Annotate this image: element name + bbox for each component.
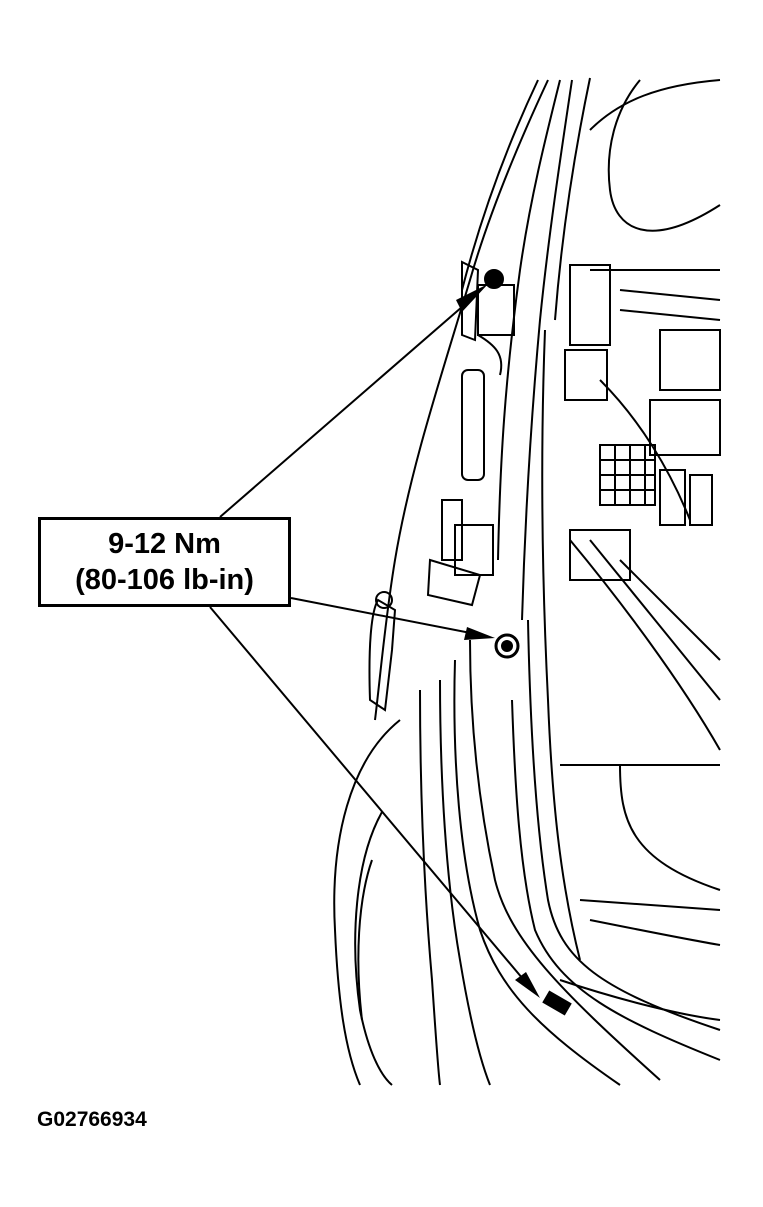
middle-hinge-plate — [441, 499, 463, 561]
connector-grid-h — [600, 459, 655, 491]
harness-line-1 — [599, 379, 691, 521]
pillar-outer-line — [374, 79, 549, 721]
middle-hinge-arm — [426, 558, 482, 607]
door-seam-7 — [419, 689, 441, 1086]
trim-panel — [619, 559, 721, 661]
middle-hinge-box — [454, 524, 494, 576]
harness-line-2 — [569, 539, 721, 751]
figure-id: G02766934 — [37, 1108, 147, 1131]
plug-1 — [659, 469, 686, 526]
bracket-mid — [569, 529, 631, 581]
door-seam-6 — [439, 679, 491, 1086]
lower-strap-pin — [375, 591, 393, 609]
harness-line-3 — [589, 539, 721, 701]
door-seam-5 — [453, 659, 621, 1086]
module-box-1 — [659, 329, 721, 391]
middle-bolt-center — [501, 640, 513, 652]
sill-line-2 — [589, 919, 721, 946]
leader-to-lower-bolt — [209, 606, 529, 986]
arrowhead-middle — [464, 627, 495, 640]
leader-to-middle-bolt — [290, 597, 487, 637]
sill-line-3 — [559, 979, 721, 1021]
lower-bolt — [542, 990, 572, 1016]
pillar-line-5 — [554, 77, 591, 321]
wheel-arch-inner — [354, 811, 393, 1086]
arrowhead-upper — [456, 284, 488, 312]
roof-line — [589, 79, 721, 131]
connector-grid-v — [614, 445, 646, 505]
lower-dash-edge-2 — [619, 764, 721, 891]
door-seam-2 — [527, 619, 721, 1031]
door-seam-1 — [541, 329, 581, 961]
upper-hinge-plate — [477, 284, 515, 336]
wheel-arch-outer — [333, 719, 401, 1086]
lower-strap — [368, 598, 397, 712]
torque-value-lbin: (80-106 lb-in) — [75, 564, 254, 596]
pillar-line-2 — [461, 79, 539, 291]
sill-line-1 — [579, 899, 721, 911]
torque-spec-callout: 9-12 Nm (80-106 lb-in) — [38, 517, 291, 607]
pillar-line-3 — [497, 79, 561, 561]
upper-hinge-body — [477, 334, 503, 376]
torque-value-nm: 9-12 Nm — [108, 528, 221, 560]
tire-edge — [357, 859, 373, 1021]
bracket-upper — [569, 264, 611, 346]
pillar-line-4 — [521, 79, 573, 621]
bracket-lower — [564, 349, 608, 401]
dash-panel-line-2 — [619, 309, 721, 321]
windshield-edge — [607, 79, 721, 232]
upper-hinge-bolt — [484, 269, 504, 289]
door-seam-3 — [511, 699, 721, 1061]
dash-panel-line — [619, 289, 721, 301]
plug-2 — [689, 474, 713, 526]
door-seam-4 — [469, 639, 661, 1081]
arrowhead-lower — [515, 972, 540, 998]
upper-hinge-strap — [461, 369, 485, 481]
leader-to-upper-bolt — [219, 299, 471, 518]
module-box-2 — [649, 399, 721, 456]
